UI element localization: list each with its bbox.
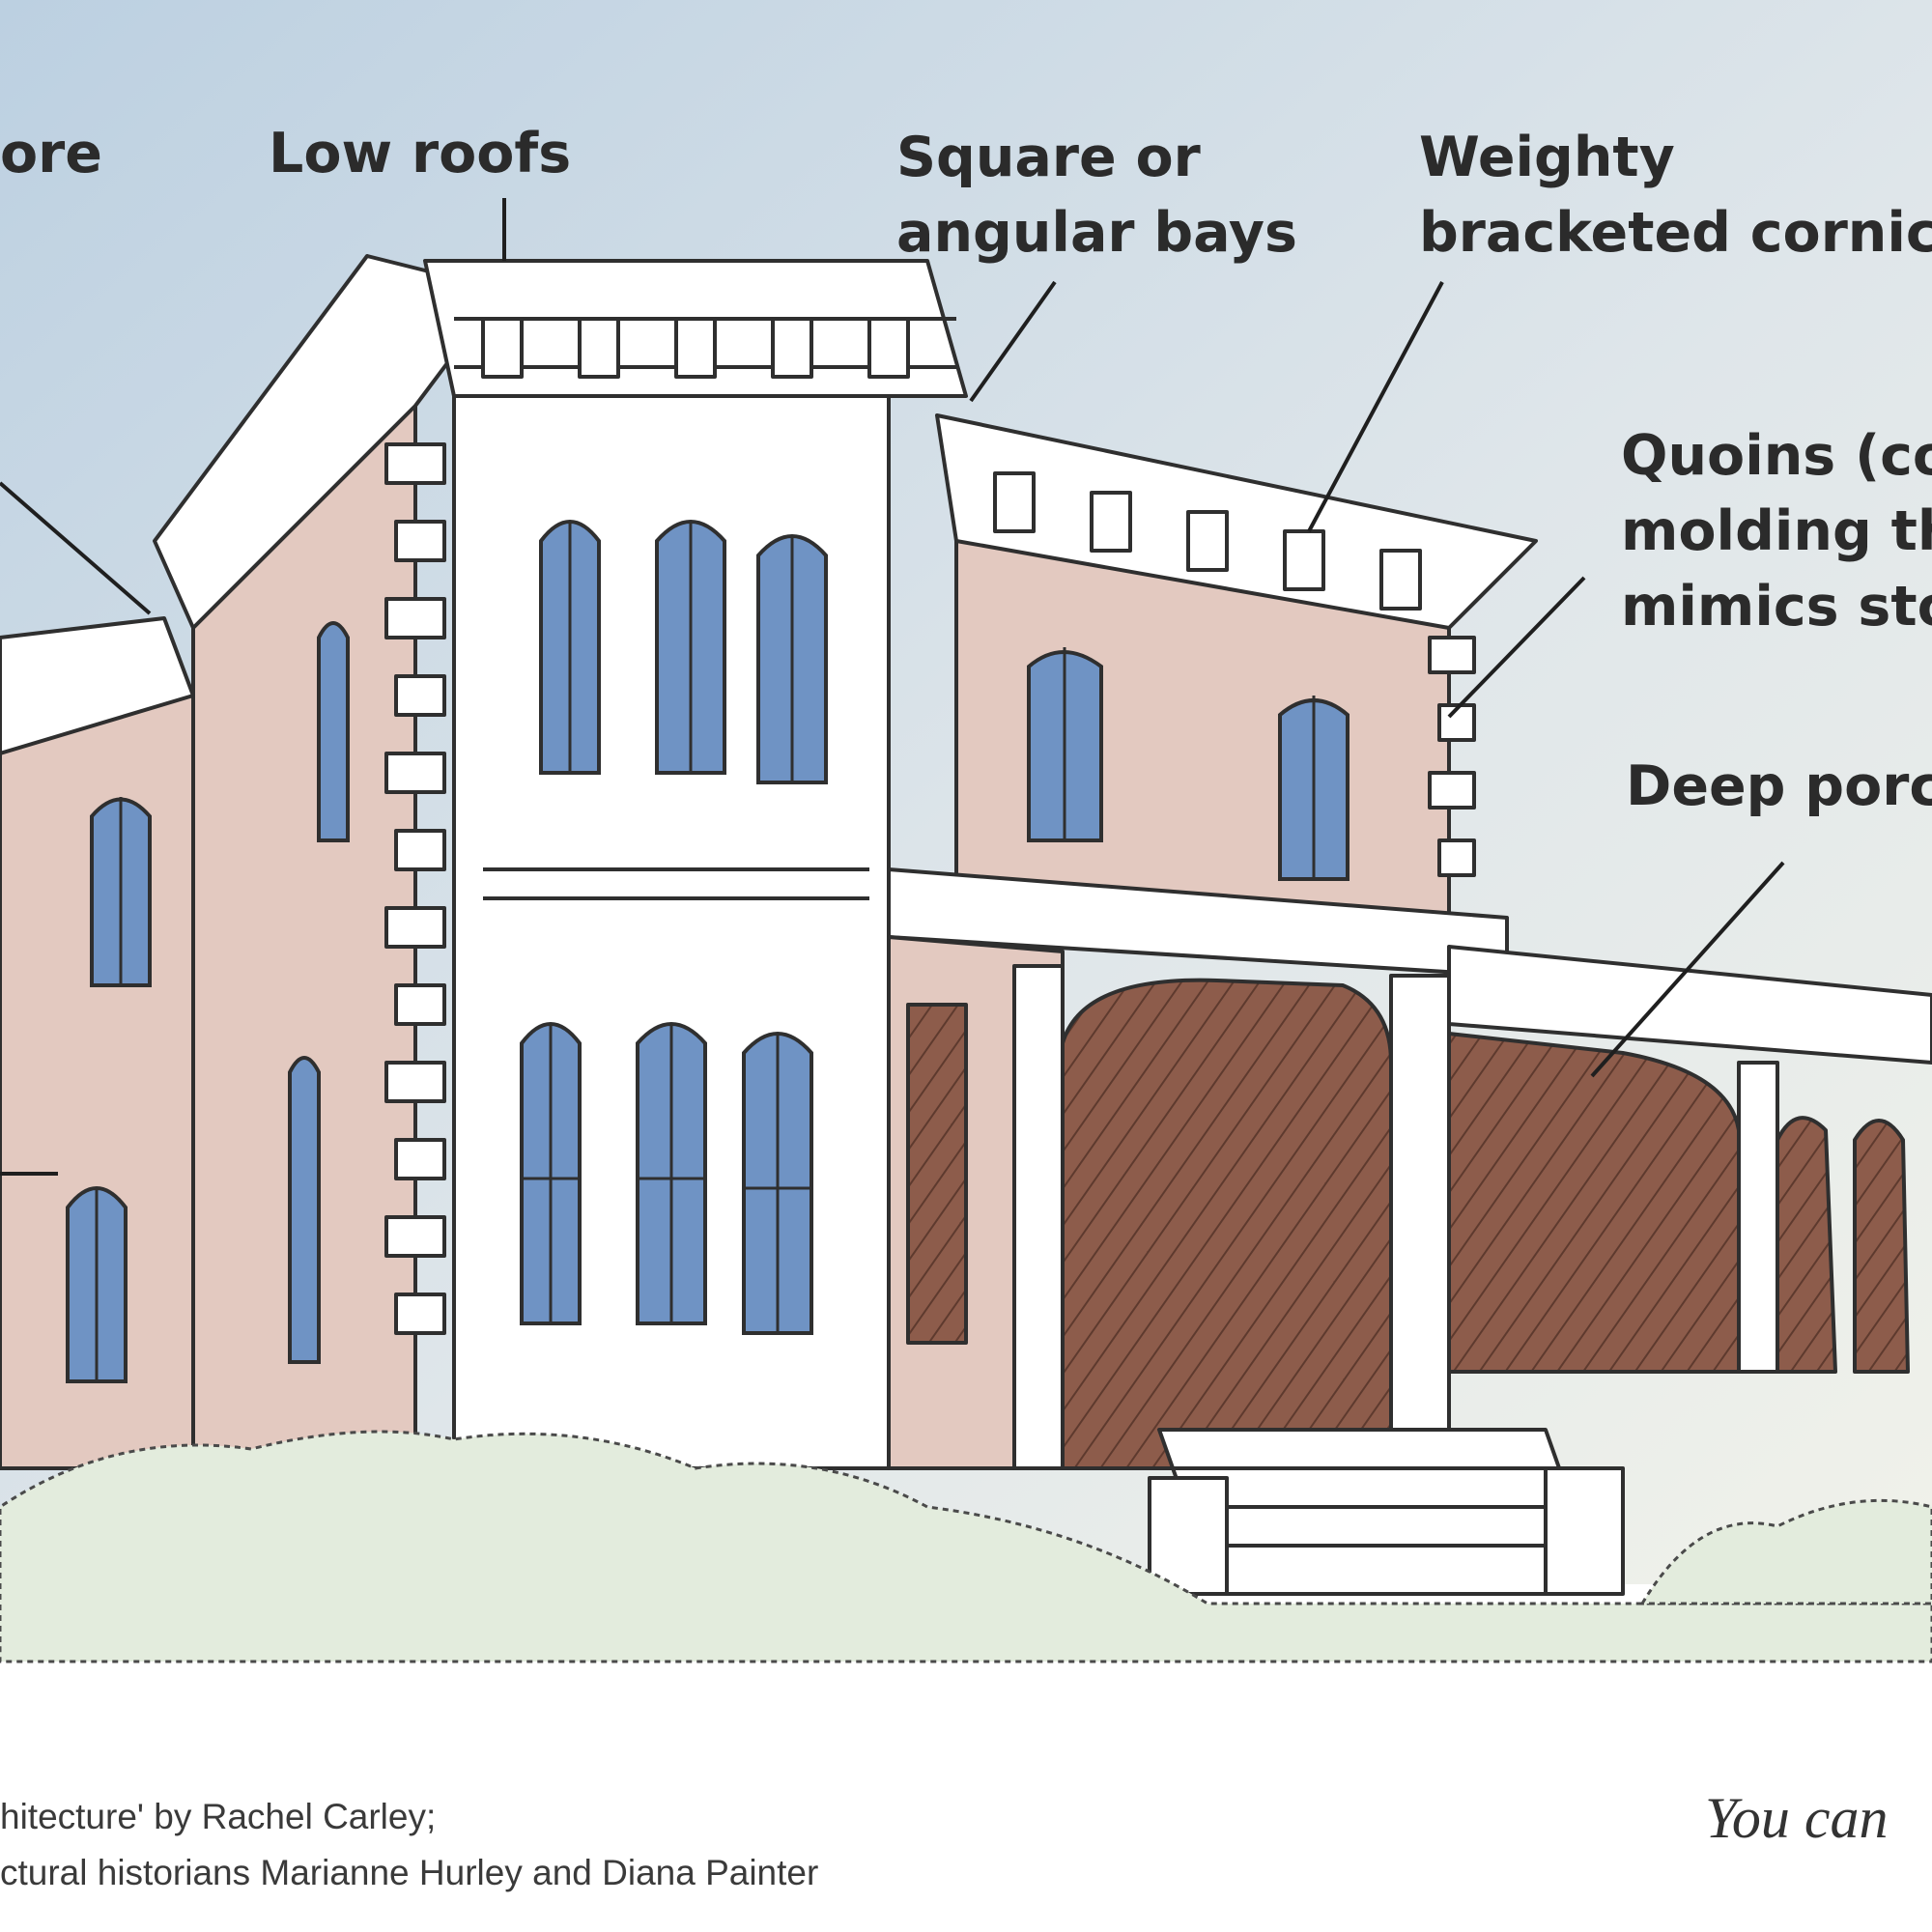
leader-more xyxy=(0,481,152,615)
label-low-roofs: Low roofs xyxy=(269,122,572,185)
label-more: ore xyxy=(0,122,102,185)
shrubs-right xyxy=(1639,1498,1932,1605)
credit-line-2: ctural historians Marianne Hurley and Di… xyxy=(0,1853,819,1892)
tagline: You can xyxy=(1705,1786,1889,1850)
label-bays-line-1: Square or xyxy=(896,126,1201,189)
label-quoins: Quoins (co molding th mimics sto xyxy=(1621,418,1932,644)
label-bays-line-2: angular bays xyxy=(896,201,1297,265)
window-side-upper xyxy=(317,621,350,842)
credits: hitecture' by Rachel Carley; ctural hist… xyxy=(0,1789,818,1901)
label-quoins-line-3: mimics sto xyxy=(1621,575,1932,639)
label-quoins-line-2: molding th xyxy=(1621,499,1932,563)
porch-column xyxy=(1389,974,1451,1470)
porch-arch-2 xyxy=(1853,1119,1910,1374)
porch-opening-main xyxy=(1061,978,1393,1470)
leader-quoins xyxy=(1447,576,1586,719)
label-quoins-line-1: Quoins (co xyxy=(1621,424,1932,488)
leader-porch xyxy=(1590,861,1785,1078)
label-cornices-line-1: Weighty xyxy=(1419,126,1675,189)
credit-line-1: hitecture' by Rachel Carley; xyxy=(0,1797,437,1836)
label-bays: Square or angular bays xyxy=(896,120,1297,270)
label-cornices: Weighty bracketed cornice xyxy=(1419,120,1932,270)
leader-bays xyxy=(969,280,1057,403)
leader-cornices xyxy=(1307,281,1444,532)
right-brackets xyxy=(993,471,1422,611)
porch-shadow-slit xyxy=(906,1003,968,1345)
window-side-lower xyxy=(288,1056,321,1364)
label-cornices-line-2: bracketed cornice xyxy=(1419,201,1932,265)
right-quoins xyxy=(1428,636,1476,877)
porch-column xyxy=(1012,964,1065,1470)
porch-arch-1 xyxy=(1776,1116,1837,1374)
corner-quoins xyxy=(384,442,446,1335)
bay-brackets xyxy=(481,317,910,379)
label-porch: Deep porcl xyxy=(1626,754,1932,818)
porch-column xyxy=(1737,1061,1779,1374)
window-mullions xyxy=(95,522,1316,1381)
shrubs xyxy=(0,1430,1932,1663)
leader-lines xyxy=(0,198,1785,1176)
